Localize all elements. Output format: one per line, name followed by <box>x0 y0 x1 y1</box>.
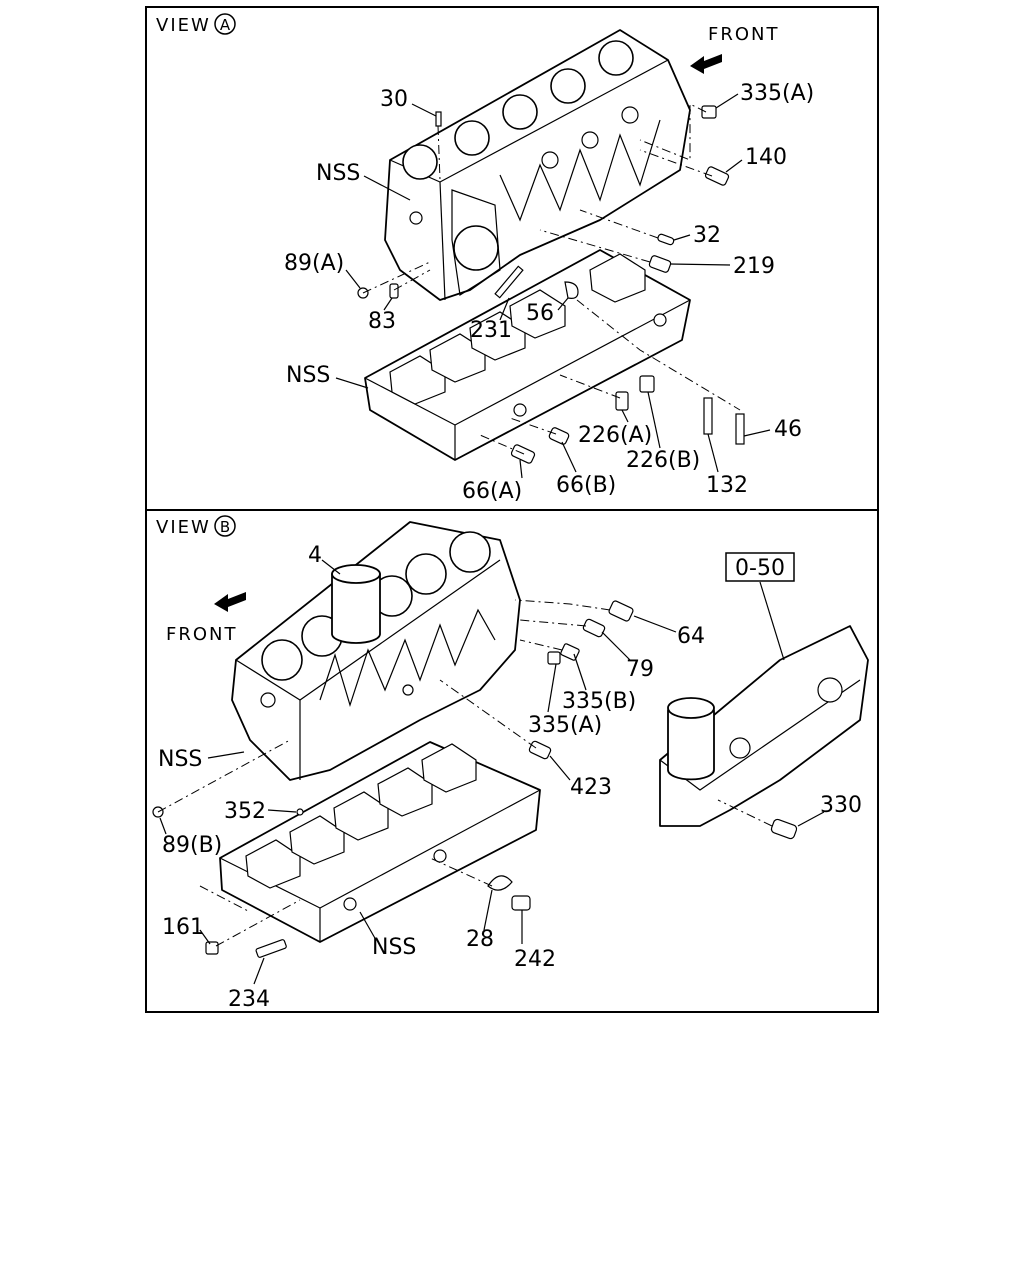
callout-234: 234 <box>228 987 270 1012</box>
callout-335a-b: 335(A) <box>528 713 602 738</box>
callout-219: 219 <box>733 254 775 279</box>
view-a-letter-circle <box>214 13 236 35</box>
part-219-plug <box>648 255 672 273</box>
callout-226a: 226(A) <box>578 423 652 448</box>
callout-423: 423 <box>570 775 612 800</box>
cylinder-block-upper-b <box>231 521 521 781</box>
part-28-clip <box>487 875 513 891</box>
part-79-plug <box>582 618 606 638</box>
front-arrow-icon <box>690 54 722 74</box>
callout-4: 4 <box>308 543 322 568</box>
callout-nss-bottom: NSS <box>372 935 416 960</box>
part-32-pin <box>657 233 675 246</box>
part-226a-sensor <box>615 391 629 411</box>
oil-cooler-assembly <box>659 625 869 827</box>
part-83-pin <box>389 283 399 299</box>
callout-nss-left: NSS <box>158 747 202 772</box>
callout-66b: 66(B) <box>556 473 616 498</box>
part-352-ball <box>296 808 304 816</box>
callout-352: 352 <box>224 799 266 824</box>
part-30-pin <box>435 111 442 127</box>
part-423-plug <box>528 740 552 760</box>
part-335b-plug <box>560 643 580 661</box>
part-132-bolt <box>703 397 713 435</box>
callout-83: 83 <box>368 309 396 334</box>
cylinder-liner-4 <box>331 564 381 644</box>
callout-231: 231 <box>470 318 512 343</box>
part-335a-plug-b <box>547 651 561 665</box>
callout-330: 330 <box>820 793 862 818</box>
callout-242: 242 <box>514 947 556 972</box>
part-234-stud <box>255 939 287 958</box>
callout-89a: 89(A) <box>284 251 344 276</box>
callout-64: 64 <box>677 624 705 649</box>
callout-140: 140 <box>745 145 787 170</box>
part-64-plug <box>608 600 634 622</box>
part-231-stud <box>494 265 524 299</box>
callout-30: 30 <box>380 87 408 112</box>
view-a-panel: VIEW A FRONT <box>156 13 814 504</box>
cylinder-block-upper <box>384 29 691 301</box>
part-330-plug <box>770 818 798 840</box>
view-b-front-label: FRONT <box>166 624 238 645</box>
part-242-bolt <box>511 895 531 911</box>
callout-66a: 66(A) <box>462 479 522 504</box>
view-b-label: VIEW <box>156 517 211 538</box>
callout-56: 56 <box>526 301 554 326</box>
crankcase-lower <box>364 249 691 461</box>
ref-box-0-50 <box>725 552 795 582</box>
view-a-front-label: FRONT <box>708 24 780 45</box>
view-a-label: VIEW <box>156 15 211 36</box>
part-161-plug <box>205 941 219 955</box>
callout-79: 79 <box>626 657 654 682</box>
view-b-panel: VIEW B FRONT <box>152 515 869 1012</box>
callout-132: 132 <box>706 473 748 498</box>
callout-226b: 226(B) <box>626 448 700 473</box>
callout-28: 28 <box>466 927 494 952</box>
front-arrow-icon-b <box>214 592 246 612</box>
part-335a-plug <box>701 105 717 119</box>
callout-335b: 335(B) <box>562 689 636 714</box>
crankcase-lower-b <box>219 741 541 943</box>
part-140-plug <box>704 166 730 186</box>
part-46-bolt <box>735 413 745 445</box>
callout-nss-mid: NSS <box>286 363 330 388</box>
part-226b-plug <box>639 375 655 393</box>
view-b-letter-circle <box>214 515 236 537</box>
part-66b-plug <box>548 427 570 445</box>
view-b-letter: B <box>220 518 230 536</box>
callout-nss-top: NSS <box>316 161 360 186</box>
callout-161: 161 <box>162 915 204 940</box>
callout-335a: 335(A) <box>740 81 814 106</box>
part-56-clip <box>564 281 579 299</box>
callout-32: 32 <box>693 223 721 248</box>
ref-box-0-50-label: 0-50 <box>735 556 785 581</box>
callout-46: 46 <box>774 417 802 442</box>
callout-89b: 89(B) <box>162 833 222 858</box>
view-a-letter: A <box>220 16 231 34</box>
